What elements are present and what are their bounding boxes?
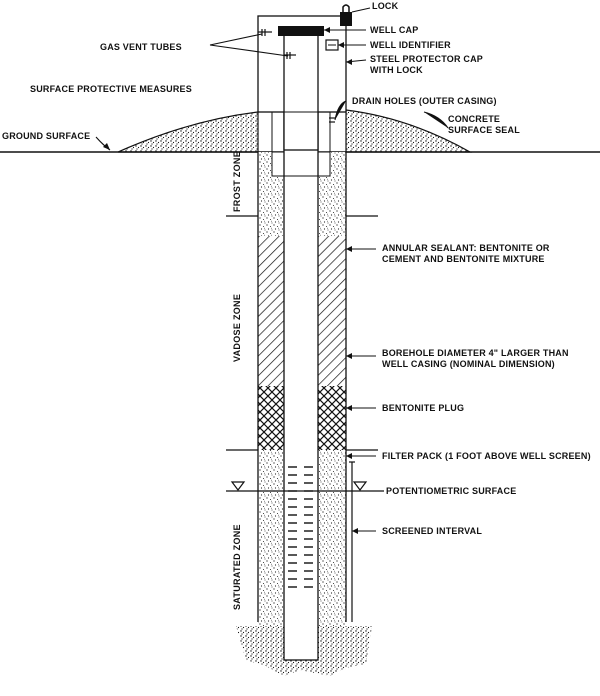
label-gas-vent-tubes: GAS VENT TUBES <box>100 42 182 52</box>
label-saturated-zone: SATURATED ZONE <box>232 524 242 610</box>
label-filter-pack: FILTER PACK (1 FOOT ABOVE WELL SCREEN) <box>382 451 591 461</box>
label-well-cap: WELL CAP <box>370 25 418 35</box>
inner-casing-top <box>283 29 319 151</box>
label-surface-protective-measures: SURFACE PROTECTIVE MEASURES <box>30 84 192 94</box>
well-cap <box>278 26 324 36</box>
leader-lines <box>95 7 449 532</box>
label-vadose-zone: VADOSE ZONE <box>232 294 242 362</box>
bentonite-plug-right <box>318 386 346 450</box>
gas-vent-tube-left <box>258 29 272 36</box>
zone-boundary-ticks <box>226 215 378 451</box>
label-borehole-diameter-line2: WELL CASING (NOMINAL DIMENSION) <box>382 359 555 369</box>
screened-interval-slots <box>288 466 313 588</box>
lock-shackle <box>342 4 350 12</box>
label-annular-sealant: ANNULAR SEALANT: BENTONITE OR <box>382 243 550 253</box>
label-borehole-diameter: BOREHOLE DIAMETER 4" LARGER THAN <box>382 348 569 358</box>
annular-sealant-left <box>258 236 284 386</box>
leader-arrowheads <box>103 27 358 534</box>
water-table-symbol-right <box>352 481 368 491</box>
drain-holes <box>329 117 335 123</box>
label-concrete-seal: CONCRETE <box>448 114 500 124</box>
label-steel-protector-cap-line2: WITH LOCK <box>370 65 423 75</box>
label-screened-interval: SCREENED INTERVAL <box>382 526 482 536</box>
label-drain-holes: DRAIN HOLES (OUTER CASING) <box>352 96 497 106</box>
annular-sealant-right <box>318 236 346 386</box>
lock-icon <box>340 12 352 26</box>
label-concrete-seal-line2: SURFACE SEAL <box>448 125 520 135</box>
outer-casing-below-ground-left <box>271 151 285 177</box>
filter-pack-right <box>318 450 346 622</box>
label-annular-sealant-line2: CEMENT AND BENTONITE MIXTURE <box>382 254 545 264</box>
label-well-identifier: WELL IDENTIFIER <box>370 40 451 50</box>
bentonite-plug-left <box>258 386 284 450</box>
label-lock: LOCK <box>372 1 399 11</box>
label-steel-protector-cap: STEEL PROTECTOR CAP <box>370 54 483 64</box>
water-table-symbol-left <box>230 481 246 491</box>
label-potentiometric-surface: POTENTIOMETRIC SURFACE <box>386 486 516 496</box>
label-bentonite-plug: BENTONITE PLUG <box>382 403 464 413</box>
outer-casing-below-ground-right <box>317 151 331 177</box>
outer-casing-lower <box>271 111 331 177</box>
label-ground-surface: GROUND SURFACE <box>2 131 90 141</box>
label-frost-zone: FROST ZONE <box>232 151 242 212</box>
filter-pack-left <box>258 450 284 622</box>
